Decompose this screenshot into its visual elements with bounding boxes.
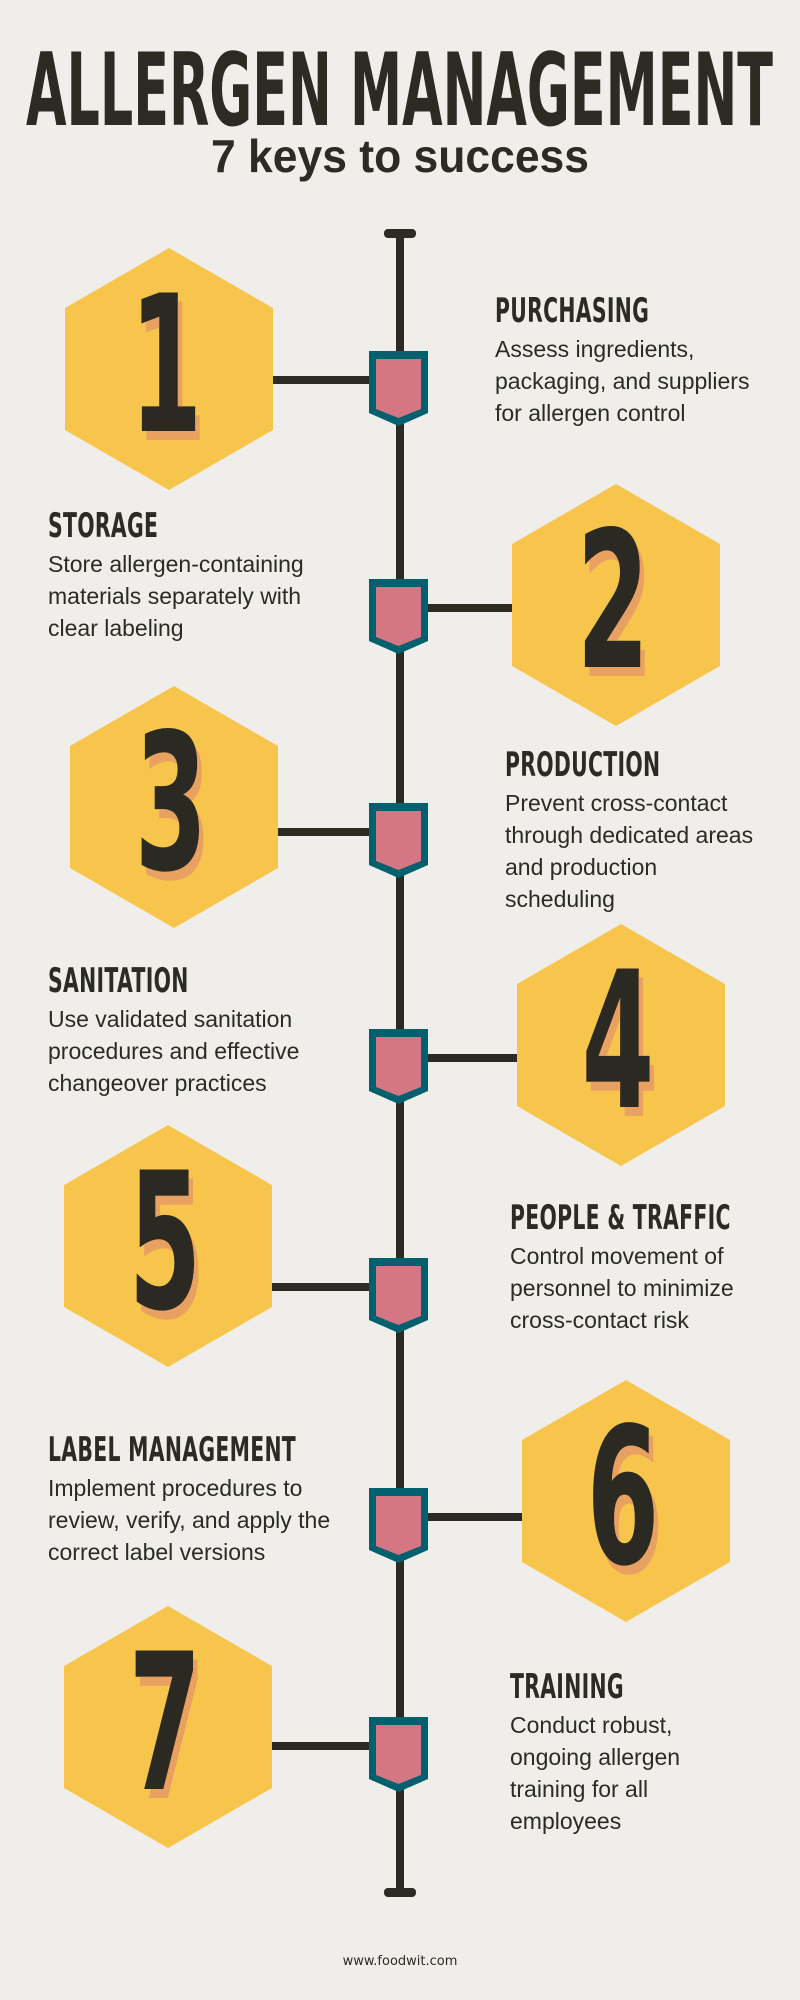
hexagon-badge (64, 1125, 272, 1367)
connector-line (428, 604, 516, 612)
step-1: 1 (65, 248, 428, 490)
step-heading: SANITATION (48, 961, 189, 1001)
step-3: 3 (70, 686, 428, 928)
timeline-top-cap (384, 229, 416, 238)
step-description: Prevent cross-contact through dedicated … (505, 790, 754, 912)
timeline-marker-fill (376, 1266, 421, 1325)
step-description: Control movement of personnel to minimiz… (510, 1243, 734, 1333)
hexagon-badge (517, 924, 725, 1166)
step-description: Use validated sanitation procedures and … (48, 1006, 300, 1096)
step-number: 4 (582, 932, 655, 1153)
timeline-marker-fill (376, 1037, 421, 1096)
step-description: Assess ingredients, packaging, and suppl… (495, 336, 750, 426)
connector-line (268, 1742, 370, 1750)
timeline-bottom-cap (384, 1888, 416, 1897)
page-title: ALLERGEN MANAGEMENT (26, 31, 773, 149)
timeline-marker-fill (376, 1496, 421, 1555)
step-7: 7 (64, 1606, 428, 1848)
step-number: 6 (587, 1388, 660, 1609)
step-heading: PEOPLE & TRAFFIC (510, 1198, 731, 1238)
step-5: 5 (64, 1125, 428, 1367)
step-number: 2 (577, 492, 650, 713)
page-subtitle: 7 keys to success (211, 130, 589, 182)
connector-line (269, 376, 370, 384)
timeline-marker-fill (376, 359, 421, 418)
connector-line (428, 1513, 526, 1521)
footer-website: www.foodwit.com (342, 1954, 458, 1969)
step-description: Store allergen-containing materials sepa… (48, 551, 304, 641)
step-description: Conduct robust, ongoing allergen trainin… (510, 1712, 681, 1834)
step-number: 1 (130, 256, 203, 477)
step-heading: TRAINING (510, 1667, 624, 1707)
step-heading: PRODUCTION (505, 745, 661, 785)
step-heading: PURCHASING (495, 291, 650, 331)
step-number: 7 (129, 1614, 202, 1835)
hexagon-badge (64, 1606, 272, 1848)
step-heading: LABEL MANAGEMENT (48, 1430, 297, 1470)
hexagon-badge (512, 484, 720, 726)
connector-line (268, 1283, 370, 1291)
hexagon-badge (522, 1380, 730, 1622)
connector-line (428, 1054, 521, 1062)
step-2: 2 (369, 484, 720, 726)
timeline-marker-fill (376, 811, 421, 870)
step-number: 3 (135, 694, 208, 915)
connector-line (274, 828, 370, 836)
step-4: 4 (369, 924, 725, 1166)
hexagon-badge (70, 686, 278, 928)
step-description: Implement procedures to review, verify, … (48, 1475, 331, 1565)
step-heading: STORAGE (48, 506, 159, 546)
timeline-marker-fill (376, 587, 421, 646)
step-6: 6 (369, 1380, 730, 1622)
step-number: 5 (129, 1133, 202, 1354)
hexagon-badge (65, 248, 273, 490)
timeline-marker-fill (376, 1725, 421, 1784)
